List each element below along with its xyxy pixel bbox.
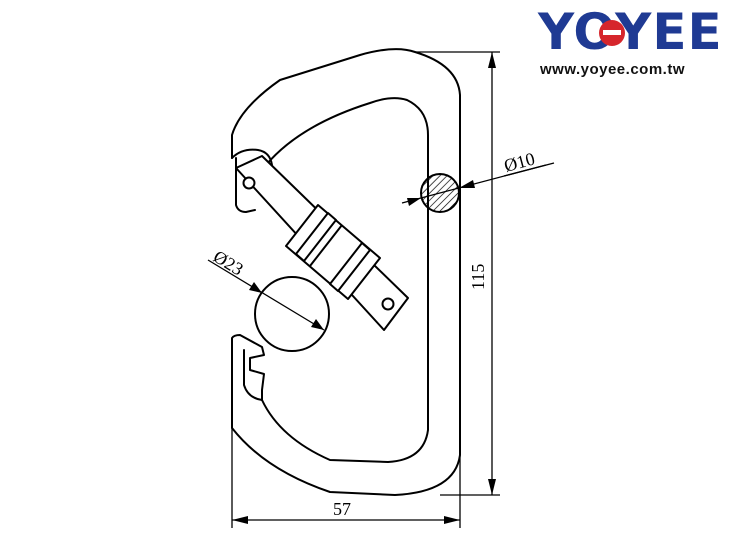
brand-logo: YOYEE www.yoyee.com.tw [538,6,743,78]
carabiner-nose [231,334,265,401]
gate-opening-label: Ø23 [210,246,247,279]
wire-diameter-shelf [503,162,555,177]
gate-lock-groove [309,224,343,267]
brand-website: www.yoyee.com.tw [540,61,685,78]
arrow-width-left [232,516,248,524]
gate-opening-leader [207,259,325,331]
arrow-opening-left [249,282,262,293]
gate-lock-sleeve [285,204,381,300]
carabiner-hinge-detail [235,157,256,213]
carabiner-outer-outline [231,48,461,496]
carabiner-inner-outline [261,97,429,463]
arrow-height-bottom [488,479,496,495]
carabiner-nose-notch [243,349,263,401]
wire-diameter-label: Ø10 [502,149,537,176]
gate-lock-ring-1 [295,212,337,262]
carabiner-hinge [231,148,273,166]
arrow-wire-right [459,180,475,188]
emblem-bar [603,30,621,35]
arrow-width-right [444,516,460,524]
arrow-wire-left [407,198,421,206]
brand-emblem [599,20,625,46]
arrow-height-top [488,52,496,68]
brand-name: YOYEE [538,3,723,61]
gate-rivet-top [242,176,256,190]
width-dimension-label: 57 [333,499,351,519]
gate-opening-circle [254,276,330,352]
gate-lock-ring-2 [329,242,371,292]
gate-rivet-bottom [381,297,395,311]
height-dimension-label: 115 [468,264,488,290]
arrow-opening-right [311,319,324,330]
